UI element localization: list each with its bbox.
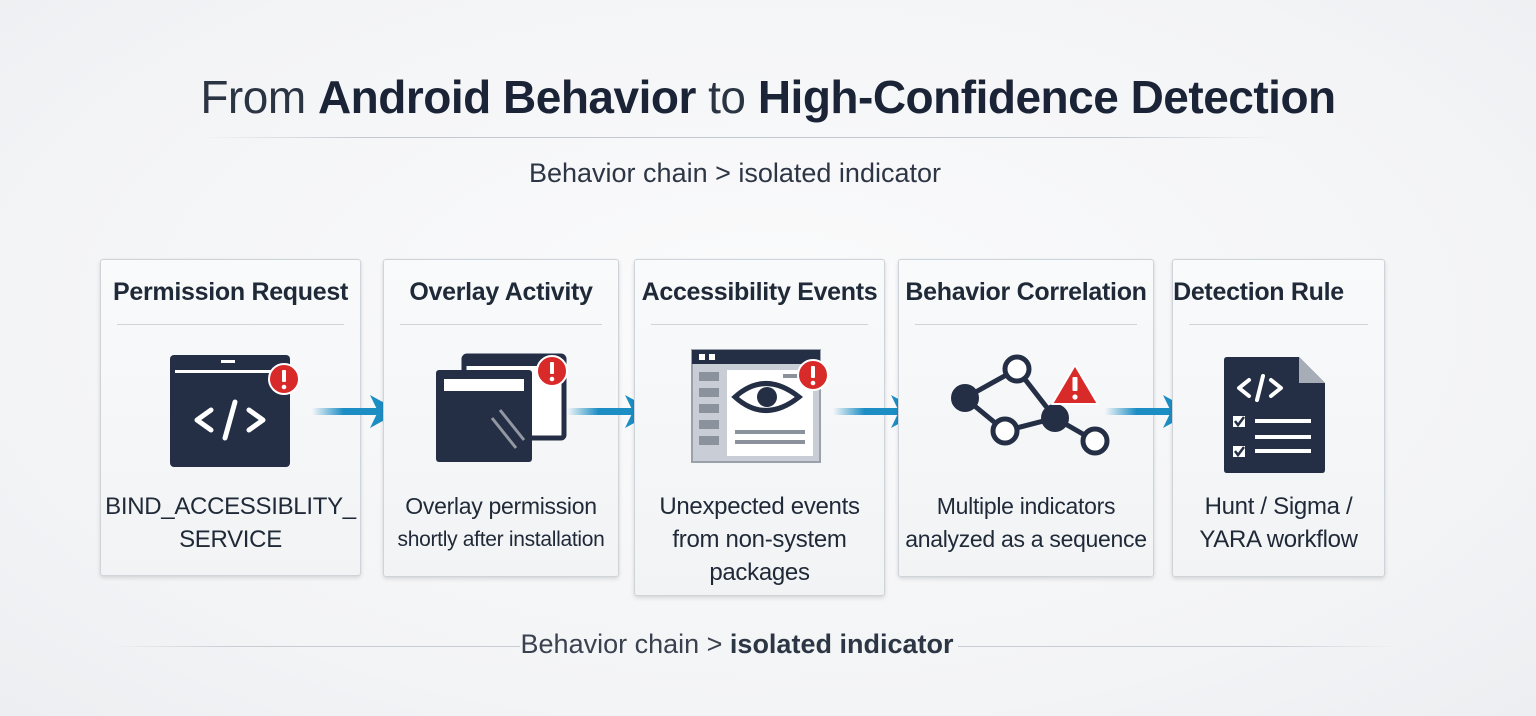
footer-caption: Behavior chain > isolated indicator [520, 629, 954, 659]
step-title: Accessibility Events [641, 278, 878, 306]
step-description: Overlay permission shortly after install… [397, 493, 605, 551]
overlay-windows-icon [436, 353, 567, 462]
title-divider [200, 137, 1276, 138]
step-title: Behavior Correlation [905, 278, 1147, 306]
footer-divider-left [110, 646, 520, 647]
warning-triangle-icon [1051, 364, 1099, 405]
step-description: Hunt / Sigma / YARA workflow [1199, 493, 1358, 553]
page-title: From Android Behavior to High-Confidence… [200, 71, 1336, 123]
rule-document-icon [1224, 357, 1325, 473]
subtitle: Behavior chain > isolated indicator [528, 158, 941, 188]
step-title: Overlay Activity [409, 278, 593, 306]
card-divider [1189, 324, 1368, 325]
step-description: BIND_ACCESSIBLITY_ SERVICE [105, 493, 356, 553]
step-card-permission-request: Permission Request BIND_ACCESSIBLITY_ SE… [100, 259, 361, 576]
step-title: Permission Request [113, 278, 348, 306]
card-divider [117, 324, 344, 325]
alert-badge-icon [536, 355, 568, 387]
code-window-icon [170, 355, 290, 467]
step-card-detection-rule: Detection Rule Hunt / Sigma / YARA workf… [1172, 259, 1385, 577]
step-description: Multiple indicators analyzed as a sequen… [905, 493, 1147, 552]
card-divider [651, 324, 868, 325]
step-card-accessibility-events: Accessibility Events Unexpected events f… [634, 259, 885, 596]
eye-window-icon [691, 349, 821, 463]
card-divider [915, 324, 1137, 325]
footer-divider-right [958, 646, 1398, 647]
node-graph-icon [951, 354, 1110, 456]
step-card-overlay-activity: Overlay Activity Overlay permission shor… [383, 259, 619, 577]
step-card-behavior-correlation: Behavior Correlation Multiple indicators… [898, 259, 1154, 577]
alert-badge-icon [797, 359, 829, 391]
alert-badge-icon [268, 363, 300, 395]
card-divider [400, 324, 602, 325]
step-description: Unexpected events from non-system packag… [659, 493, 860, 586]
step-title: Detection Rule [1173, 278, 1344, 306]
